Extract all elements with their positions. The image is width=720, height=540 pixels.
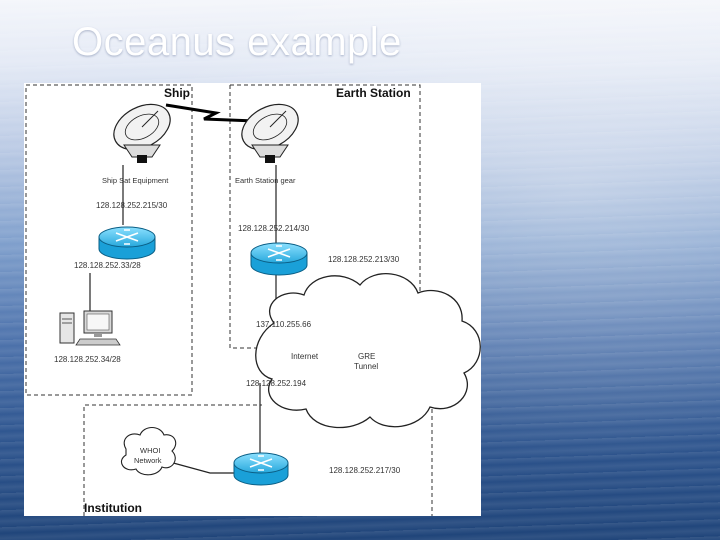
ship-equipment-label: Ship Sat Equipment [102,176,169,185]
ship-host-address: 128.128.252.34/28 [54,355,121,364]
whoi-label-2: Network [134,456,162,465]
ship-lan-gateway-address: 128.128.252.33/28 [74,261,141,270]
ship-dish-icon [113,103,171,163]
ship-uplink-address: 128.128.252.215/30 [96,201,168,210]
earth-station-region-label: Earth Station [336,86,411,100]
institution-router-icon [233,452,289,486]
earth-dish-icon [241,103,299,163]
institution-region-label: Institution [84,501,142,515]
ship-region-border [25,84,193,396]
internet-label: Internet [291,352,319,361]
slide-title: Oceanus example [72,20,402,64]
ship-region-label: Ship [164,86,190,100]
gre-tunnel-label-1: GRE [358,352,375,361]
network-diagram: Ship Earth Station Institution Ship Sat … [24,83,481,516]
internet-address-b: 128.128.252.194 [246,379,307,388]
whoi-cloud-icon [121,426,177,476]
whoi-to-institution-router [165,460,234,474]
satellite-link [165,103,257,123]
ship-computer-icon [59,310,121,346]
whoi-label-1: WHOI [140,446,160,455]
internet-cloud-icon [255,273,481,429]
internet-address-a: 137.110.255.66 [256,320,312,329]
ship-router-icon [98,226,156,260]
institution-tunnel-address: 128.128.252.217/30 [329,466,401,475]
earth-tunnel-address: 128.128.252.213/30 [328,255,400,264]
earth-station-region-border [230,84,421,293]
gre-tunnel-label-2: Tunnel [354,362,378,371]
earth-station-region-border-b [229,85,256,349]
earth-router-icon [250,242,308,276]
network-diagram-canvas: Ship Earth Station Institution Ship Sat … [25,84,481,516]
earth-equipment-label: Earth Station gear [235,176,296,185]
earth-uplink-address: 128.128.252.214/30 [238,224,310,233]
